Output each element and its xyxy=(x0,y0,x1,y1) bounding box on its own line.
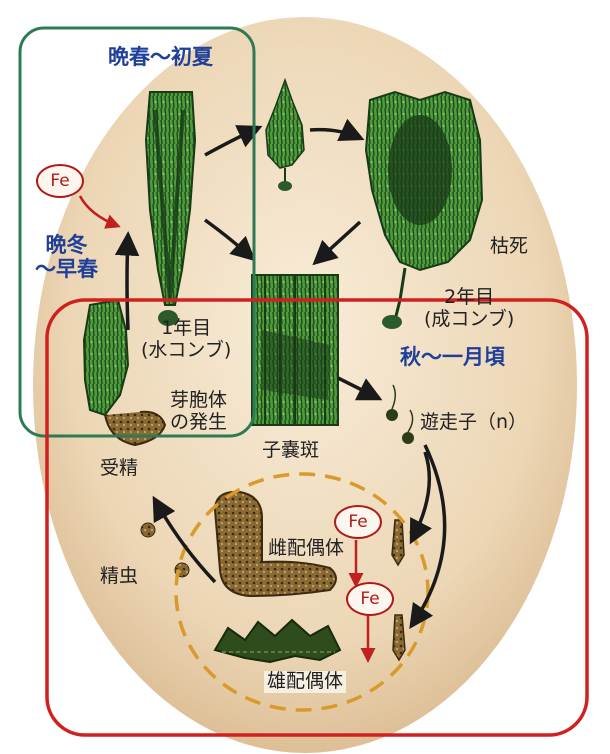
label-zoospore: 遊走子（n） xyxy=(420,411,528,433)
fe-badge-left: Fe xyxy=(36,164,84,198)
label-late-winter-early-spring: 晩冬 〜早春 xyxy=(35,233,98,282)
label-sorus: 子嚢斑 xyxy=(262,439,320,461)
sperm-shapes xyxy=(140,522,190,578)
label-year1-water: 1年目 (水コンブ) xyxy=(141,317,232,361)
fe-badge-mid: Fe xyxy=(334,505,382,539)
green-season-frame xyxy=(18,26,256,438)
label-late-spring-early-summer: 晩春〜初夏 xyxy=(108,45,213,69)
water-kelp-image xyxy=(144,91,197,326)
female-gametophyte-image xyxy=(213,490,337,598)
label-autumn-january: 秋〜一月頃 xyxy=(400,345,505,369)
fe-badge-lower: Fe xyxy=(346,582,394,616)
gametophyte-dashed-circle xyxy=(174,472,430,712)
cycle-arrows xyxy=(114,118,447,630)
label-female-gametophyte: 雌配偶体 xyxy=(268,537,345,559)
label-sporophyte-emergence: 芽胞体 の発生 xyxy=(170,389,228,433)
label-year2-adult: 2年目 (成コンブ) xyxy=(424,286,515,330)
young-sporophyte-image xyxy=(265,77,305,191)
label-fertilization: 受精 xyxy=(100,457,139,479)
label-male-gametophyte: 雄配偶体 xyxy=(264,670,347,693)
zoospore-shapes xyxy=(386,384,414,444)
red-season-frame xyxy=(45,298,589,737)
fe-arrows xyxy=(78,195,376,663)
sorus-bundle-image xyxy=(251,274,339,426)
label-sperm: 精虫 xyxy=(100,565,139,587)
male-gametophyte-image xyxy=(213,618,342,664)
label-withered: 枯死 xyxy=(490,235,529,257)
adult-kelp-image xyxy=(364,90,484,329)
